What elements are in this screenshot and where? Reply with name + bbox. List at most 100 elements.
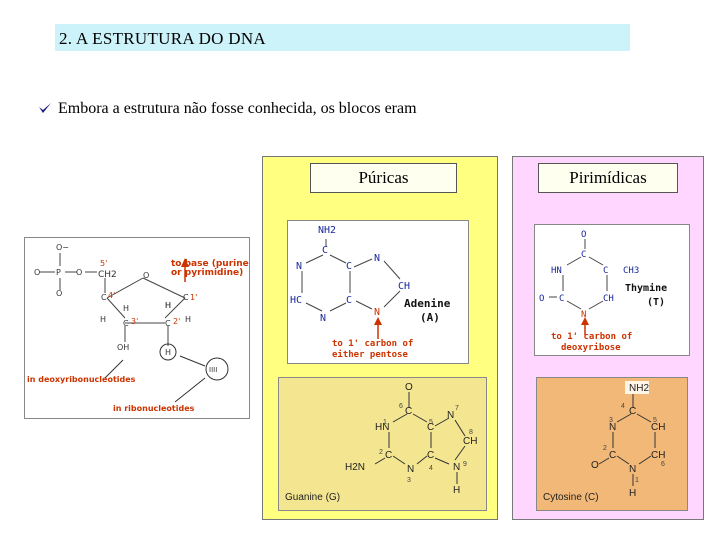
guanine-n7: N: [447, 410, 454, 421]
thymine-c6: CH: [603, 294, 614, 304]
adenine-c5: C: [346, 261, 352, 272]
cytosine-figure: NH2 C N CH C CH O N H 4 3 2 1 5 6 Cytosi…: [536, 377, 688, 511]
p-label: P: [56, 268, 61, 277]
c3-label: 3': [131, 317, 138, 326]
o-label-bottom: O: [56, 289, 62, 298]
adenine-n3: N: [320, 313, 326, 324]
thymine-figure: O C HN C CH3 O C CH N Thymine (T) to 1' …: [534, 224, 690, 356]
pyrimidine-label: Pirimídicas: [538, 163, 678, 193]
guanine-num-1: 1: [383, 419, 387, 426]
thymine-carbon-1: to 1' carbon of: [551, 332, 632, 342]
cytosine-num-5: 5: [653, 417, 657, 424]
deoxy-label: in deoxyribonucleotides: [27, 375, 136, 384]
guanine-num-6: 6: [399, 403, 403, 410]
cytosine-num-6: 6: [661, 461, 665, 468]
guanine-num-5: 5: [429, 419, 433, 426]
thymine-c5: C: [603, 266, 608, 276]
guanine-c5: C: [427, 422, 434, 433]
cytosine-c2: C: [609, 450, 616, 461]
c1-label: 1': [190, 293, 197, 302]
guanine-c8: CH: [463, 436, 477, 447]
adenine-name: Adenine: [404, 297, 451, 310]
cytosine-caption: Cytosine (C): [543, 492, 599, 503]
c1-atom: C: [183, 293, 189, 302]
adenine-c4: C: [346, 295, 352, 306]
c3-atom: C: [123, 319, 129, 328]
thymine-name: Thymine: [625, 282, 667, 294]
guanine-num-7: 7: [455, 405, 459, 412]
guanine-figure: O C HN C N CH C C N N H2N H 6 1 2 3 4 5 …: [278, 377, 487, 511]
cytosine-nh2: NH2: [629, 383, 649, 394]
guanine-o: O: [405, 382, 413, 393]
c4-atom: C: [101, 293, 107, 302]
adenine-nh2: NH2: [318, 225, 336, 236]
thymine-c2: C: [559, 294, 564, 304]
adenine-n9: N: [374, 307, 380, 318]
c5-label: 5': [100, 259, 107, 268]
h-label-c3: H: [123, 304, 129, 313]
cytosine-h: H: [629, 488, 636, 499]
cytosine-n3: N: [609, 422, 616, 433]
page-title: 2. A ESTRUTURA DO DNA: [59, 29, 267, 48]
nucleotide-figure: O− O P O O 5' CH2 O C 4' H C 1' H H H C …: [24, 237, 250, 419]
guanine-num-9: 9: [463, 461, 467, 468]
guanine-caption: Guanine (G): [285, 492, 340, 503]
guanine-n9: N: [453, 462, 460, 473]
adenine-carbon-1: to 1' carbon of: [332, 339, 413, 349]
h-label-c2: H: [165, 301, 171, 310]
h-label-circle: H: [165, 348, 171, 357]
guanine-n3: N: [407, 464, 414, 475]
c2-label: 2': [173, 317, 180, 326]
o-label-left: O: [34, 268, 40, 277]
adenine-figure: NH2 C N C N CH HC C N N Adenine (A) to 1…: [287, 220, 469, 364]
adenine-n1: N: [296, 261, 302, 272]
thymine-o-left: O: [539, 294, 544, 304]
thymine-n1: N: [581, 310, 586, 320]
guanine-num-8: 8: [469, 429, 473, 436]
title-bar: 2. A ESTRUTURA DO DNA: [55, 24, 630, 51]
guanine-num-2: 2: [379, 449, 383, 456]
o-label-ester: O: [76, 268, 82, 277]
h-label-c4: H: [100, 315, 106, 324]
ring-o-label: O: [143, 271, 149, 280]
cytosine-o: O: [591, 460, 599, 471]
adenine-carbon-2: either pentose: [332, 349, 408, 360]
cytosine-n1: N: [629, 464, 636, 475]
guanine-c2: C: [385, 450, 392, 461]
to-base-label-2: or pyrimidine): [171, 268, 243, 278]
cytosine-c5: CH: [651, 422, 665, 433]
guanine-num-4: 4: [429, 465, 433, 472]
c2-atom: C: [165, 319, 171, 328]
to-base-label: to base (purine: [171, 259, 249, 269]
adenine-c6: C: [322, 245, 328, 256]
cytosine-c6: CH: [651, 450, 665, 461]
adenine-c8: CH: [398, 281, 410, 292]
cytosine-num-2: 2: [603, 445, 607, 452]
guanine-c6: C: [405, 406, 412, 417]
h-label-c4r: H: [165, 301, 171, 310]
thymine-ch3: CH3: [623, 266, 639, 276]
cytosine-num-1: 1: [635, 477, 639, 484]
guanine-hn: HN: [375, 422, 389, 433]
cytosine-num-4: 4: [621, 403, 625, 410]
guanine-num-3: 3: [407, 477, 411, 484]
cytosine-c4: C: [629, 406, 636, 417]
guanine-h: H: [453, 485, 460, 496]
c4-label: 4': [108, 291, 115, 300]
h-label-c1: H: [185, 315, 191, 324]
thymine-hn: HN: [551, 266, 562, 276]
guanine-h2n: H2N: [345, 462, 365, 473]
adenine-c2: HC: [290, 295, 302, 306]
thymine-o-top: O: [581, 230, 586, 240]
wavy-label: IIII: [209, 366, 217, 374]
ch2-label: CH2: [98, 270, 117, 280]
thymine-abbr: (T): [647, 297, 665, 308]
ribo-label: in ribonucleotides: [113, 404, 195, 413]
guanine-c4: C: [427, 450, 434, 461]
oh-label: OH: [117, 343, 129, 352]
adenine-n7: N: [374, 253, 380, 264]
thymine-carbon-2: deoxyribose: [561, 342, 621, 353]
cytosine-num-3: 3: [609, 417, 613, 424]
purine-label: Púricas: [310, 163, 457, 193]
checkmark-icon: [39, 103, 51, 113]
